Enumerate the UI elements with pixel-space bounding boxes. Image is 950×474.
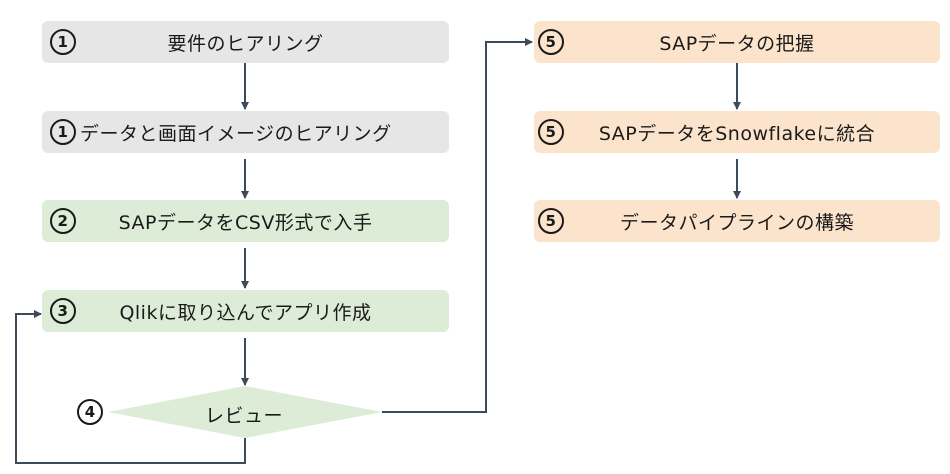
step-get-sap-csv[interactable]: 2 SAPデータをCSV形式で入手 <box>42 200 449 242</box>
step-label: SAPデータをSnowflakeに統合 <box>598 122 876 145</box>
step-number-badge: 3 <box>50 298 76 324</box>
step-label: データパイプラインの構築 <box>619 211 854 234</box>
step-understand-sap-data[interactable]: 5 SAPデータの把握 <box>534 21 940 63</box>
step-number-badge: 5 <box>538 208 564 234</box>
step-number-badge: 5 <box>538 29 564 55</box>
step-label: データと画面イメージのヒアリング <box>80 122 392 145</box>
step-requirements-hearing[interactable]: 1 要件のヒアリング <box>42 21 449 63</box>
step-number-badge: 1 <box>50 119 76 145</box>
arrow-review-to-s6 <box>382 38 533 413</box>
step-label: SAPデータをCSV形式で入手 <box>118 211 373 234</box>
step-build-pipeline[interactable]: 5 データパイプラインの構築 <box>534 200 940 242</box>
step-integrate-snowflake[interactable]: 5 SAPデータをSnowflakeに統合 <box>534 111 940 153</box>
step-number-badge: 5 <box>538 119 564 145</box>
step-label: Qlikに取り込んでアプリ作成 <box>119 301 372 324</box>
loop-review-to-s4 <box>15 310 246 464</box>
step-label: 要件のヒアリング <box>167 32 324 55</box>
review-label: レビュー <box>205 405 284 427</box>
step-number-badge: 1 <box>50 29 76 55</box>
step-number-badge: 2 <box>50 208 76 234</box>
step-number-badge-review: 4 <box>77 399 103 425</box>
review-diamond[interactable] <box>108 386 382 438</box>
step-data-screen-hearing[interactable]: 1 データと画面イメージのヒアリング <box>42 111 449 153</box>
step-qlik-app[interactable]: 3 Qlikに取り込んでアプリ作成 <box>42 290 449 332</box>
step-label: SAPデータの把握 <box>659 32 815 55</box>
